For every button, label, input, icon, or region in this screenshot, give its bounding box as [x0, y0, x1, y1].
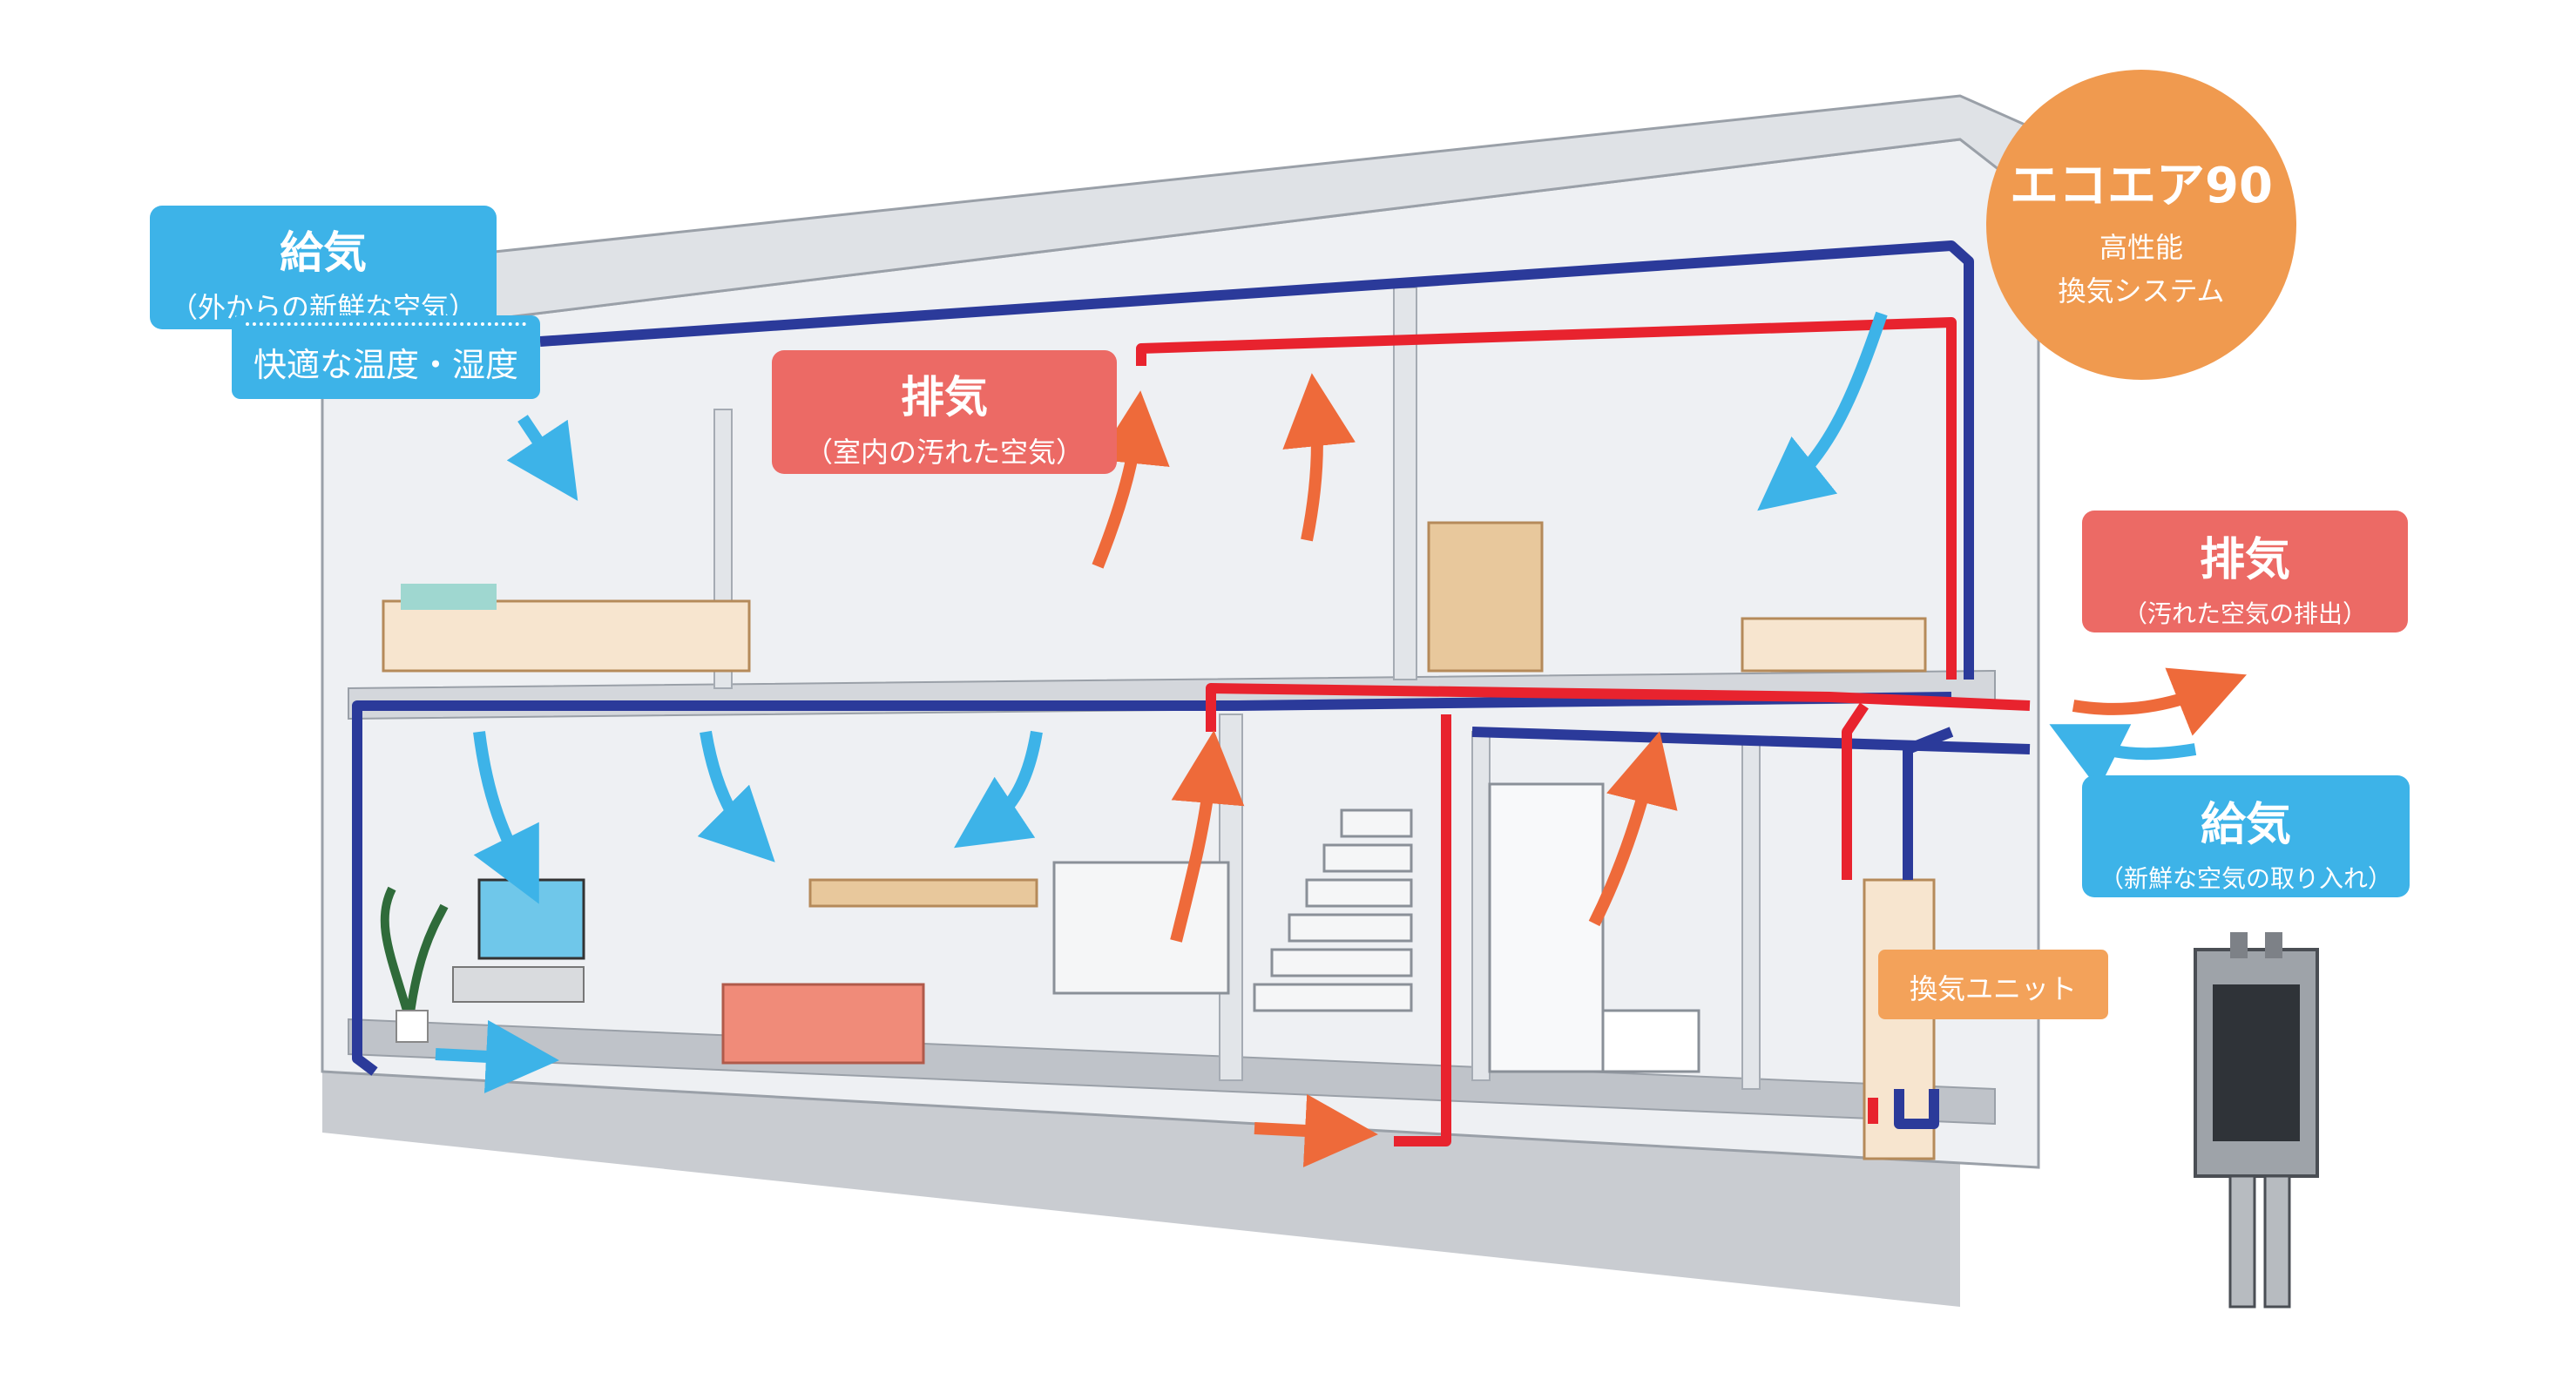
- exhaust-duct-drop: [1394, 714, 1451, 1146]
- exhaust-air-title: 排気: [901, 372, 988, 423]
- desk: [1427, 521, 1544, 673]
- dining-table: [808, 878, 1038, 908]
- ventilation-unit-text: 換気ユニット: [1909, 972, 2077, 1005]
- partition-2: [1393, 287, 1417, 680]
- fresh-air-arrow-2: [1757, 311, 1888, 511]
- stale-air-arrow-2: [1282, 373, 1356, 542]
- kitchen-counter: [1052, 861, 1230, 995]
- fresh-air-arrow-4: [697, 730, 775, 862]
- stale-air-arrow-6: [1254, 1093, 1378, 1167]
- stale-air-arrow-1: [1092, 390, 1170, 569]
- exhaust-duct-unit: [1842, 702, 1878, 1124]
- product-name: エコエア90: [2010, 158, 2273, 214]
- stale-air-arrow-4: [1588, 731, 1678, 927]
- bed-right: [1741, 617, 1927, 673]
- comfort-text: 快適な温度・湿度: [253, 346, 518, 384]
- stale-air-arrow-3: [1170, 730, 1245, 943]
- fresh-air-arrow-5: [954, 730, 1043, 849]
- supply-air-label-top: 給気 （外からの新鮮な空気）: [150, 206, 497, 329]
- partition-5: [1741, 740, 1761, 1090]
- ventilation-unit-label: 換気ユニット: [1878, 950, 2108, 1019]
- tv-stand: [452, 966, 585, 1003]
- bed-left-pillow: [401, 584, 497, 610]
- supply-duct-lower: [352, 692, 1952, 1076]
- house-structure: [321, 94, 2040, 1307]
- dotted-divider: [246, 322, 526, 326]
- supply-air-title: 給気: [280, 227, 367, 278]
- supply-duct-upper: [539, 240, 1974, 680]
- exhaust-outdoor-caption: （汚れた空気の排出）: [2122, 599, 2367, 628]
- plant: [380, 886, 449, 1021]
- exhaust-duct-lower: [1206, 683, 2031, 732]
- fresh-air-arrows: [435, 311, 2197, 1093]
- partition-4: [1471, 731, 1491, 1081]
- supply-ducts: [352, 240, 2031, 1129]
- toilet: [1601, 1009, 1700, 1073]
- sofa: [721, 983, 925, 1065]
- door: [1488, 782, 1605, 1073]
- bed-left: [382, 599, 751, 673]
- fresh-air-arrow-1: [506, 415, 578, 501]
- supply-air-label-outdoor: 給気 （新鮮な空気の取り入れ）: [2082, 775, 2410, 897]
- product-tagline-1: 高性能: [2099, 231, 2183, 264]
- staircase: [1253, 808, 1413, 1012]
- supply-outdoor-title: 給気: [2200, 799, 2291, 851]
- exhaust-duct-upper: [1136, 317, 1957, 680]
- product-badge: エコエア90 高性能 換気システム: [1986, 70, 2296, 380]
- exhaust-ducts: [1136, 317, 2031, 1146]
- product-unit-illustration: [2194, 932, 2319, 1309]
- stale-air-arrow-5: [2072, 667, 2247, 736]
- supply-outdoor-caption: （新鮮な空気の取り入れ）: [2099, 864, 2392, 893]
- product-tagline-2: 換気システム: [2058, 274, 2225, 308]
- comfort-label: 快適な温度・湿度: [232, 315, 540, 399]
- stale-air-arrows: [1092, 373, 2247, 1167]
- exhaust-outdoor-title: 排気: [2199, 534, 2290, 586]
- exhaust-air-label-outdoor: 排気 （汚れた空気の排出）: [2082, 511, 2408, 632]
- fresh-air-arrow-7: [435, 1019, 559, 1093]
- exhaust-air-caption: （室内の汚れた空気）: [804, 436, 1084, 469]
- tv: [477, 878, 585, 960]
- exhaust-air-label-top: 排気 （室内の汚れた空気）: [772, 350, 1117, 474]
- ground-slab: [322, 1072, 1960, 1307]
- fresh-air-arrow-3: [473, 731, 539, 904]
- fresh-air-arrow-6: [2049, 724, 2197, 790]
- supply-duct-outdoor: [1471, 727, 2031, 754]
